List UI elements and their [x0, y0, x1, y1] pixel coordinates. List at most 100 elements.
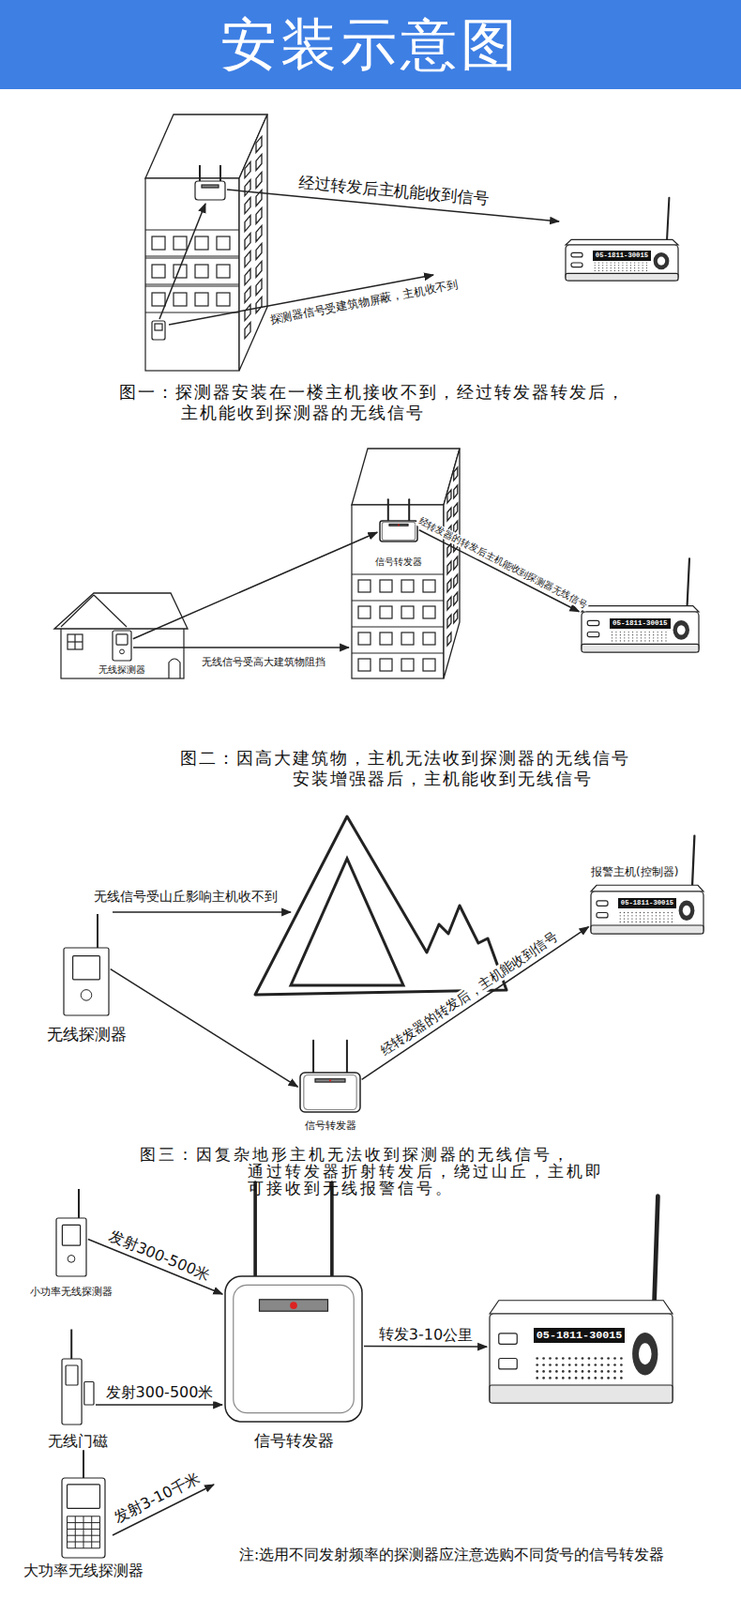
side-window [244, 162, 251, 179]
panel-3 [112, 816, 507, 995]
device-drawing [379, 520, 418, 542]
speaker-grill [652, 634, 654, 636]
side-window [244, 197, 251, 214]
host-base [565, 272, 679, 281]
speaker-grill [602, 261, 604, 263]
speaker-grill [659, 921, 661, 923]
host-knob [673, 620, 691, 640]
speaker-grill [647, 921, 649, 923]
speaker-grill [651, 914, 653, 916]
side-window [453, 502, 458, 516]
grid-line [99, 1515, 101, 1548]
speaker-grill [637, 270, 639, 272]
host-top [590, 884, 704, 892]
speaker-grill [614, 261, 616, 263]
edge-label: 发射300-500米 [103, 1382, 215, 1401]
side-window [447, 507, 452, 521]
signal-label: 无线信号受高大建筑物阻挡 [199, 655, 328, 668]
speaker-grill [663, 921, 665, 923]
speaker-grill [652, 636, 654, 638]
speaker-grill [598, 264, 600, 266]
speaker-grill [568, 1369, 572, 1373]
device-drawing [225, 1275, 363, 1422]
figure-caption: 图三：因复杂地形主机无法收到探测器的无线信号， 通过转发器折射转发后，绕过山丘，… [139, 1145, 614, 1196]
speaker-grill [555, 1356, 559, 1360]
window [423, 605, 436, 619]
speaker-grill [655, 911, 657, 913]
host-button [571, 252, 583, 258]
speaker-grill [615, 636, 617, 638]
door-sensor-body [61, 1358, 82, 1424]
side-window [447, 614, 452, 628]
side-window [244, 269, 251, 286]
note: 注:选用不同发射频率的探测器应注意选购不同货号的信号转发器 [239, 1545, 665, 1564]
speaker-grill [626, 270, 628, 272]
speaker-grill [588, 1376, 591, 1379]
detector-body [63, 947, 109, 1015]
speaker-grill [614, 267, 616, 269]
grid-line [83, 1515, 85, 1548]
speaker-grill [568, 1362, 572, 1366]
speaker-grill [631, 917, 633, 919]
side-window [256, 260, 262, 277]
speaker-grill [561, 1362, 565, 1366]
window [358, 632, 371, 645]
speaker-grill [643, 921, 645, 923]
floor-band [145, 283, 240, 285]
side-window [453, 467, 458, 481]
speaker-grill [593, 1362, 597, 1366]
speaker-grill [642, 264, 644, 266]
speaker-grill [639, 917, 641, 919]
device-label: 无线探测器 [98, 664, 146, 676]
speaker-grill [593, 1376, 597, 1379]
host-base [581, 643, 699, 652]
side-window [244, 287, 251, 303]
speaker-grill [661, 636, 663, 638]
detector-body [61, 1477, 106, 1558]
speaker-grill [618, 261, 620, 263]
speaker-grill [588, 1362, 591, 1366]
speaker-grill [667, 917, 669, 919]
host-knob-center [638, 1342, 652, 1364]
speaker-grill [634, 267, 636, 269]
device-label: 小功率无线探测器 [30, 1285, 113, 1298]
house-window [67, 634, 83, 650]
blocked-signal-arrow [133, 646, 349, 649]
signal-repeater: 信号转发器 [379, 520, 418, 542]
side-window [244, 304, 251, 321]
speaker-grill [634, 270, 636, 272]
speaker-grill [632, 634, 634, 636]
speaker-grill [600, 1376, 604, 1379]
detector-window [154, 323, 163, 331]
host-knob-center [682, 905, 691, 916]
side-window [244, 322, 251, 339]
signal-arrow [419, 529, 580, 612]
window [379, 579, 393, 592]
speaker-grill [632, 639, 634, 641]
speaker-grill [611, 631, 613, 633]
speaker-grill [594, 267, 596, 269]
side-window [447, 489, 452, 503]
window [358, 579, 371, 592]
speaker-grill [623, 917, 625, 919]
repeater-body [300, 1072, 361, 1112]
device-drawing [56, 1217, 87, 1276]
speaker-grill [620, 917, 621, 919]
antenna [70, 1329, 73, 1360]
building-side [239, 114, 268, 371]
device-label: 无线门磁 [47, 1431, 108, 1450]
grid-line [66, 1515, 68, 1548]
window [195, 236, 209, 250]
speaker-grill [646, 267, 648, 269]
speaker-grill [594, 261, 596, 263]
speaker-grill [594, 270, 596, 272]
speaker-grill [535, 1376, 539, 1379]
high-power-detector: 大功率无线探测器 [61, 1477, 106, 1558]
speaker-grill [605, 261, 607, 263]
speaker-grill [611, 639, 613, 641]
speaker-grill [630, 267, 632, 269]
speaker-grill [618, 270, 620, 272]
speaker-grill [611, 636, 613, 638]
speaker-grill [626, 264, 628, 266]
repeater-led [397, 523, 400, 526]
